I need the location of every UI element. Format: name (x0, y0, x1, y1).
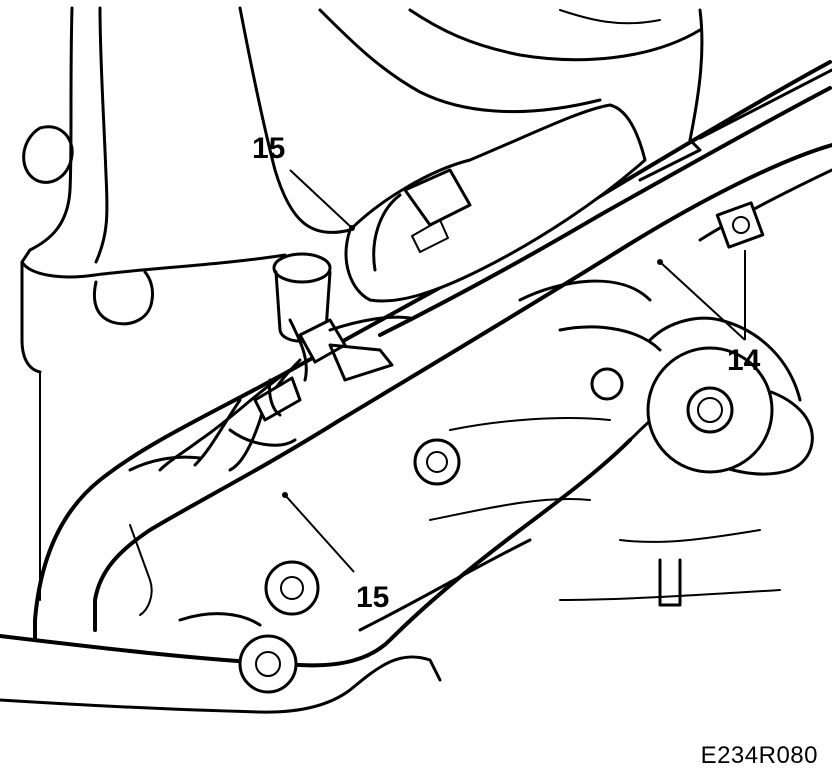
bolts (238, 201, 765, 694)
pivot-bushing (646, 346, 774, 474)
lower-link (0, 279, 814, 714)
callout-15-bottom: 15 (356, 581, 389, 614)
left-bulkhead (20, 260, 42, 601)
callout-leaders (282, 169, 746, 573)
callout-14: 14 (727, 344, 761, 377)
axle-member (33, 60, 832, 642)
wiring-harness (128, 343, 394, 472)
callout-15-top: 15 (252, 132, 285, 165)
canister (344, 103, 647, 303)
figure-id: E234R080 (700, 742, 818, 769)
